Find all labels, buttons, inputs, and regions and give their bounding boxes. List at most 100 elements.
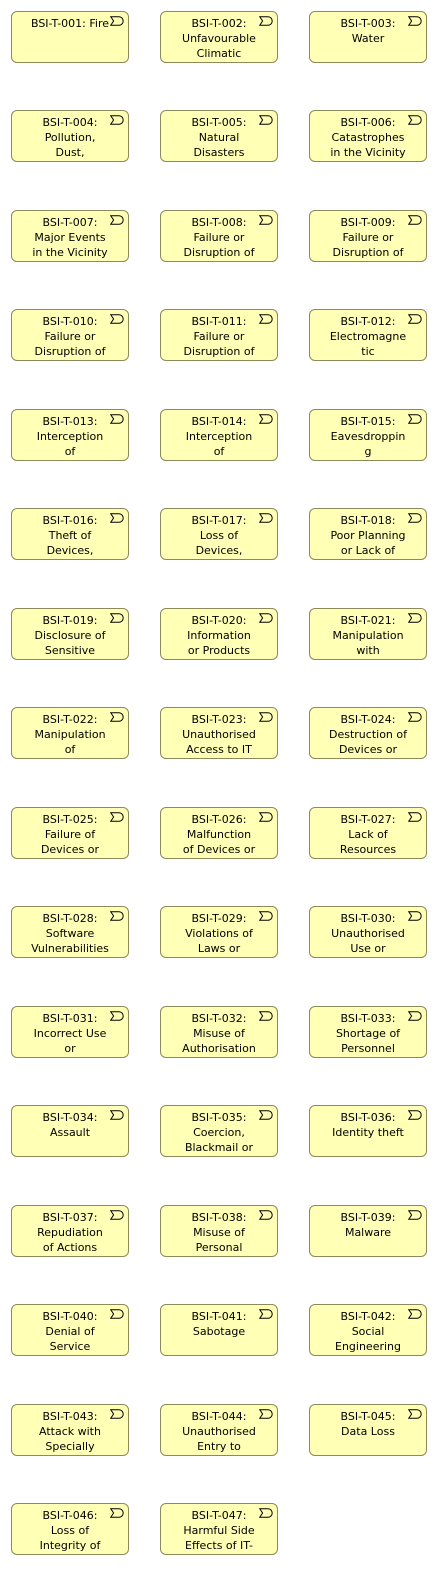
threat-element-bsi-t-040[interactable]: BSI-T-040: Denial of Service <box>11 1304 129 1356</box>
business-event-icon <box>110 314 124 324</box>
business-event-icon <box>259 1210 273 1220</box>
threat-element-bsi-t-031[interactable]: BSI-T-031: Incorrect Use or <box>11 1006 129 1058</box>
threat-element-bsi-t-014[interactable]: BSI-T-014: Interception of <box>160 409 278 461</box>
threat-element-bsi-t-041[interactable]: BSI-T-041: Sabotage <box>160 1304 278 1356</box>
element-label: BSI-T-025: Failure of Devices or <box>40 813 100 856</box>
threat-element-bsi-t-017[interactable]: BSI-T-017: Loss of Devices, <box>160 508 278 560</box>
element-label: BSI-T-030: Unauthorised Use or <box>331 912 405 955</box>
element-label: BSI-T-042: Social Engineering <box>335 1310 401 1353</box>
element-label: BSI-T-031: Incorrect Use or <box>33 1012 107 1055</box>
element-label: BSI-T-033: Shortage of Personnel <box>335 1012 401 1055</box>
threat-element-bsi-t-004[interactable]: BSI-T-004: Pollution, Dust, <box>11 110 129 162</box>
business-event-icon <box>259 1011 273 1021</box>
threat-element-bsi-t-003[interactable]: BSI-T-003: Water <box>309 11 427 63</box>
element-label: BSI-T-034: Assault <box>42 1111 98 1139</box>
threat-element-bsi-t-028[interactable]: BSI-T-028: Software Vulnerabilities <box>11 906 129 958</box>
business-event-icon <box>110 215 124 225</box>
business-event-icon <box>259 812 273 822</box>
business-event-icon <box>408 1309 422 1319</box>
threat-element-bsi-t-044[interactable]: BSI-T-044: Unauthorised Entry to <box>160 1404 278 1456</box>
element-label: BSI-T-015: Eavesdroppin g <box>330 415 406 458</box>
business-event-icon <box>110 1409 124 1419</box>
element-label: BSI-T-002: Unfavourable Climatic <box>182 17 256 60</box>
threat-element-bsi-t-009[interactable]: BSI-T-009: Failure or Disruption of <box>309 210 427 262</box>
business-event-icon <box>408 513 422 523</box>
business-event-icon <box>408 1011 422 1021</box>
threat-element-bsi-t-019[interactable]: BSI-T-019: Disclosure of Sensitive <box>11 608 129 660</box>
threat-element-bsi-t-030[interactable]: BSI-T-030: Unauthorised Use or <box>309 906 427 958</box>
threat-element-bsi-t-046[interactable]: BSI-T-046: Loss of Integrity of <box>11 1503 129 1555</box>
element-label: BSI-T-009: Failure or Disruption of <box>332 216 404 259</box>
element-label: BSI-T-040: Denial of Service <box>42 1310 98 1353</box>
business-event-icon <box>408 215 422 225</box>
threat-element-bsi-t-006[interactable]: BSI-T-006: Catastrophes in the Vicinity <box>309 110 427 162</box>
threat-element-bsi-t-029[interactable]: BSI-T-029: Violations of Laws or <box>160 906 278 958</box>
business-event-icon <box>259 1409 273 1419</box>
threat-element-bsi-t-007[interactable]: BSI-T-007: Major Events in the Vicinity <box>11 210 129 262</box>
threat-element-bsi-t-005[interactable]: BSI-T-005: Natural Disasters <box>160 110 278 162</box>
business-event-icon <box>110 16 124 26</box>
business-event-icon <box>110 1011 124 1021</box>
element-label: BSI-T-029: Violations of Laws or <box>185 912 253 955</box>
threat-element-bsi-t-012[interactable]: BSI-T-012: Electromagne tic <box>309 309 427 361</box>
threat-element-bsi-t-021[interactable]: BSI-T-021: Manipulation with <box>309 608 427 660</box>
threat-element-bsi-t-032[interactable]: BSI-T-032: Misuse of Authorisation <box>160 1006 278 1058</box>
business-event-icon <box>259 16 273 26</box>
element-label: BSI-T-005: Natural Disasters <box>191 116 247 159</box>
threat-element-bsi-t-022[interactable]: BSI-T-022: Manipulation of <box>11 707 129 759</box>
business-event-icon <box>259 1508 273 1518</box>
threat-element-bsi-t-025[interactable]: BSI-T-025: Failure of Devices or <box>11 807 129 859</box>
threat-element-bsi-t-011[interactable]: BSI-T-011: Failure or Disruption of <box>160 309 278 361</box>
element-label: BSI-T-047: Harmful Side Effects of IT- <box>183 1509 255 1552</box>
threat-element-bsi-t-036[interactable]: BSI-T-036: Identity theft <box>309 1105 427 1157</box>
business-event-icon <box>110 1508 124 1518</box>
threat-element-bsi-t-038[interactable]: BSI-T-038: Misuse of Personal <box>160 1205 278 1257</box>
element-label: BSI-T-014: Interception of <box>185 415 253 458</box>
element-label: BSI-T-022: Manipulation of <box>34 713 106 756</box>
threat-element-bsi-t-043[interactable]: BSI-T-043: Attack with Specially <box>11 1404 129 1456</box>
threat-element-bsi-t-024[interactable]: BSI-T-024: Destruction of Devices or <box>309 707 427 759</box>
threat-element-bsi-t-008[interactable]: BSI-T-008: Failure or Disruption of <box>160 210 278 262</box>
business-event-icon <box>408 314 422 324</box>
threat-element-bsi-t-026[interactable]: BSI-T-026: Malfunction of Devices or <box>160 807 278 859</box>
threat-element-bsi-t-045[interactable]: BSI-T-045: Data Loss <box>309 1404 427 1456</box>
business-event-icon <box>408 1110 422 1120</box>
threat-element-bsi-t-027[interactable]: BSI-T-027: Lack of Resources <box>309 807 427 859</box>
element-label: BSI-T-021: Manipulation with <box>332 614 404 657</box>
threat-element-bsi-t-010[interactable]: BSI-T-010: Failure or Disruption of <box>11 309 129 361</box>
threat-element-bsi-t-023[interactable]: BSI-T-023: Unauthorised Access to IT <box>160 707 278 759</box>
threat-element-bsi-t-035[interactable]: BSI-T-035: Coercion, Blackmail or <box>160 1105 278 1157</box>
element-label: BSI-T-032: Misuse of Authorisation <box>182 1012 256 1055</box>
threat-element-bsi-t-047[interactable]: BSI-T-047: Harmful Side Effects of IT- <box>160 1503 278 1555</box>
threat-element-bsi-t-018[interactable]: BSI-T-018: Poor Planning or Lack of <box>309 508 427 560</box>
element-label: BSI-T-039: Malware <box>340 1211 396 1239</box>
threat-element-bsi-t-015[interactable]: BSI-T-015: Eavesdroppin g <box>309 409 427 461</box>
element-label: BSI-T-013: Interception of <box>36 415 104 458</box>
business-event-icon <box>259 215 273 225</box>
threat-element-bsi-t-034[interactable]: BSI-T-034: Assault <box>11 1105 129 1157</box>
element-label: BSI-T-023: Unauthorised Access to IT <box>182 713 256 756</box>
threat-element-bsi-t-013[interactable]: BSI-T-013: Interception of <box>11 409 129 461</box>
business-event-icon <box>408 1409 422 1419</box>
threat-element-bsi-t-033[interactable]: BSI-T-033: Shortage of Personnel <box>309 1006 427 1058</box>
threat-element-bsi-t-020[interactable]: BSI-T-020: Information or Products <box>160 608 278 660</box>
business-event-icon <box>408 812 422 822</box>
threat-element-bsi-t-042[interactable]: BSI-T-042: Social Engineering <box>309 1304 427 1356</box>
business-event-icon <box>110 911 124 921</box>
element-label: BSI-T-018: Poor Planning or Lack of <box>330 514 406 557</box>
threat-element-bsi-t-039[interactable]: BSI-T-039: Malware <box>309 1205 427 1257</box>
business-event-icon <box>408 911 422 921</box>
business-event-icon <box>110 1309 124 1319</box>
threat-element-bsi-t-001[interactable]: BSI-T-001: Fire <box>11 11 129 63</box>
business-event-icon <box>259 712 273 722</box>
element-label: BSI-T-046: Loss of Integrity of <box>39 1509 101 1552</box>
threat-element-bsi-t-016[interactable]: BSI-T-016: Theft of Devices, <box>11 508 129 560</box>
element-label: BSI-T-010: Failure or Disruption of <box>34 315 106 358</box>
threat-element-bsi-t-037[interactable]: BSI-T-037: Repudiation of Actions <box>11 1205 129 1257</box>
business-event-icon <box>408 613 422 623</box>
business-event-icon <box>259 314 273 324</box>
threat-element-bsi-t-002[interactable]: BSI-T-002: Unfavourable Climatic <box>160 11 278 63</box>
business-event-icon <box>408 16 422 26</box>
business-event-icon <box>408 414 422 424</box>
